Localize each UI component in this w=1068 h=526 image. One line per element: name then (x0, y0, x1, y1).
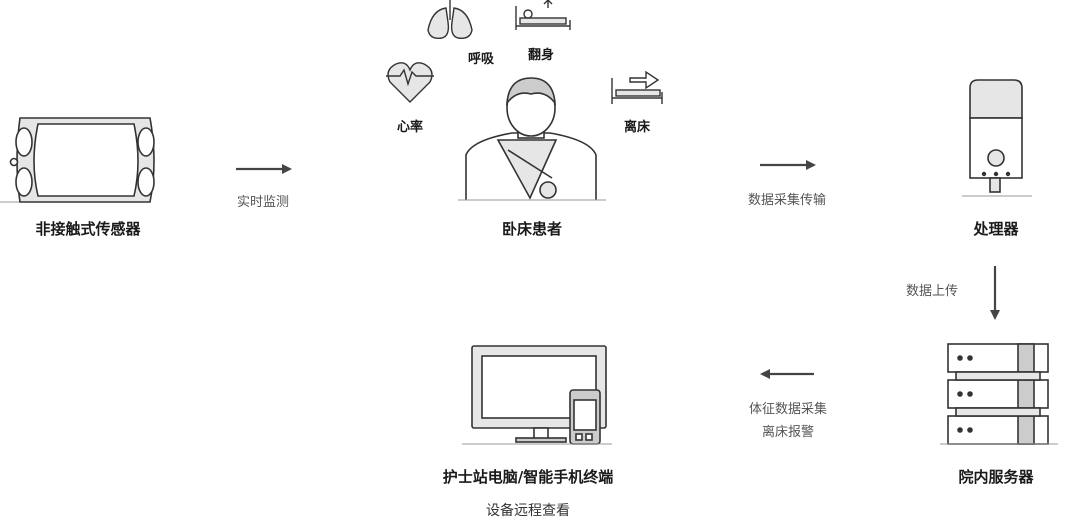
collect-flow-label-1: 体征数据采集 (748, 402, 828, 417)
realtime-flow-label: 实时监测 (236, 195, 290, 210)
server-label: 院内服务器 (958, 468, 1034, 486)
heart-rate-label: 心率 (396, 120, 424, 135)
turnover-label: 翻身 (527, 48, 555, 63)
terminal-sublabel: 设备远程查看 (486, 503, 570, 519)
terminal-label: 护士站电脑/智能手机终端 (442, 468, 614, 486)
patient-label: 卧床患者 (501, 220, 563, 238)
respiration-label: 呼吸 (467, 52, 495, 67)
lungs-icon (427, 0, 473, 40)
sensor-icon (0, 117, 155, 203)
turnover-icon (515, 0, 571, 30)
heart-icon (386, 62, 434, 103)
patient-icon (458, 77, 606, 201)
bed-exit-label: 离床 (623, 120, 651, 135)
sensor-label: 非接触式传感器 (35, 220, 141, 238)
bed-exit-icon (611, 70, 663, 104)
upload-flow-label: 数据上传 (905, 284, 959, 299)
transmit-flow-label: 数据采集传输 (747, 193, 827, 208)
processor-label: 处理器 (973, 220, 1019, 238)
server-icon (940, 343, 1058, 445)
collect-flow-label-2: 离床报警 (761, 425, 815, 440)
terminal-icon (462, 345, 612, 445)
processor-icon (962, 79, 1032, 197)
